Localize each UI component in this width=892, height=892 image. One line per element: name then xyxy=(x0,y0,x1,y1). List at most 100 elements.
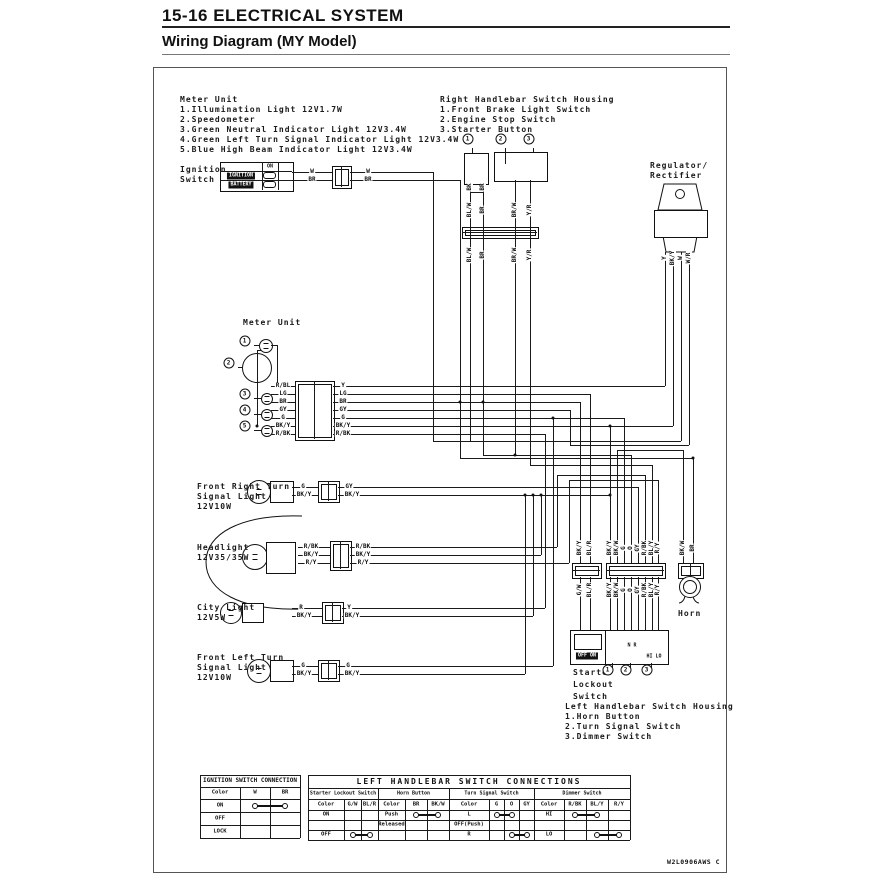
row-label: LO xyxy=(545,831,553,838)
wire-label: BK/Y xyxy=(302,551,320,558)
wire xyxy=(200,812,300,813)
connection-symbol xyxy=(349,832,373,838)
wire xyxy=(534,788,535,840)
circled-number: 4 xyxy=(239,404,250,415)
wire-label: W/R xyxy=(685,251,692,265)
note-text: 12V10W xyxy=(197,673,232,682)
wire xyxy=(606,570,664,571)
note-text: Starter xyxy=(573,668,614,677)
wire xyxy=(590,577,591,630)
wire-label: G xyxy=(345,662,351,669)
wire xyxy=(350,180,460,181)
note-text: City Light xyxy=(197,603,256,612)
wire xyxy=(361,799,362,840)
junction-dot xyxy=(539,493,543,497)
wire xyxy=(200,799,300,800)
wire xyxy=(530,180,531,465)
connection-symbol xyxy=(594,832,622,838)
note-text: Ignition xyxy=(180,165,227,174)
circled-number: 1 xyxy=(239,335,250,346)
wire xyxy=(300,775,301,838)
column-header: GY xyxy=(523,800,530,807)
junction-dot xyxy=(608,424,612,428)
wire-label: Y xyxy=(346,604,352,611)
wire xyxy=(278,162,279,190)
wire xyxy=(257,350,258,426)
wire-label: BL/R xyxy=(586,539,593,557)
wire-label: Y xyxy=(661,255,668,261)
column-header: O xyxy=(509,800,514,807)
table-title: LEFT HANDLEBAR SWITCH CONNECTIONS xyxy=(356,776,582,786)
page-title: 15-16 ELECTRICAL SYSTEM xyxy=(162,6,404,25)
wire xyxy=(630,663,631,669)
wire xyxy=(530,465,652,466)
column-header: G xyxy=(494,800,499,807)
note-text: 12V10W xyxy=(197,502,232,511)
note-text: Regulator/ xyxy=(650,161,709,170)
wire-label: G xyxy=(340,414,346,421)
wire xyxy=(340,541,341,569)
wire xyxy=(308,788,630,789)
note-text: Front Right Turn xyxy=(197,482,291,491)
note-text: 2.Engine Stop Switch xyxy=(440,115,557,124)
junction-dot xyxy=(531,493,535,497)
wire xyxy=(308,810,630,811)
wire-label: BK/W xyxy=(679,539,686,557)
note-text: Front Left Turn xyxy=(197,653,285,662)
ignition-connector xyxy=(332,166,352,189)
connection-symbol xyxy=(572,812,600,818)
wire xyxy=(673,252,674,426)
note-text: 2.Turn Signal Switch xyxy=(565,722,682,731)
circled-number: 2 xyxy=(495,133,506,144)
wire xyxy=(333,418,624,419)
tiny-label: HI LO xyxy=(645,653,663,660)
connection-symbol xyxy=(493,812,515,818)
wire xyxy=(460,458,693,459)
wire xyxy=(271,345,277,346)
row-label: ON xyxy=(216,801,224,808)
wire xyxy=(460,180,461,458)
circled-number: 3 xyxy=(239,388,250,399)
circled-number: 1 xyxy=(462,133,473,144)
note-text: Left Handlebar Switch Housing xyxy=(565,702,734,711)
wire xyxy=(308,775,630,776)
wire xyxy=(610,577,611,630)
group-header: Dimmer Switch xyxy=(562,790,602,796)
wire xyxy=(590,394,591,563)
title-rule xyxy=(162,26,730,28)
note-text: 3.Dimmer Switch xyxy=(565,732,653,741)
table-title: IGNITION SWITCH CONNECTION xyxy=(203,777,297,784)
column-header: BL/R xyxy=(362,800,377,807)
row-label: HI xyxy=(545,811,553,818)
subtitle-rule xyxy=(162,54,730,55)
engine-stop-switch xyxy=(494,152,548,182)
front-brake-light-switch xyxy=(464,153,489,185)
wire xyxy=(308,840,630,841)
wire xyxy=(338,674,525,675)
note-text: Right Handlebar Switch Housing xyxy=(440,95,615,104)
wire-label: R/Y xyxy=(654,541,661,555)
wire-label: R/BK xyxy=(302,543,320,550)
wire xyxy=(631,577,632,630)
wire xyxy=(341,166,342,187)
wire-label: Y/R xyxy=(526,248,533,262)
wire-label: BL/R xyxy=(586,581,593,599)
wire-label: R/Y xyxy=(356,559,370,566)
wire-label: BR/W xyxy=(511,201,518,219)
wire-label: BK/Y xyxy=(295,612,313,619)
circled-number: 2 xyxy=(223,357,234,368)
wire-label: BR xyxy=(479,205,486,215)
row-label: Released xyxy=(378,821,405,828)
wire-label: BK/Y xyxy=(669,249,676,267)
wire xyxy=(350,547,557,548)
front-left-turn-socket xyxy=(270,660,294,682)
wire-label: BK/Y xyxy=(354,551,372,558)
city-light-connector xyxy=(322,602,344,624)
front-left-turn-connector xyxy=(318,660,340,682)
wire-label: R/BL xyxy=(274,382,292,389)
wire xyxy=(489,799,490,840)
wire xyxy=(200,787,300,788)
wire xyxy=(433,441,681,442)
wire-label: W xyxy=(309,168,315,175)
